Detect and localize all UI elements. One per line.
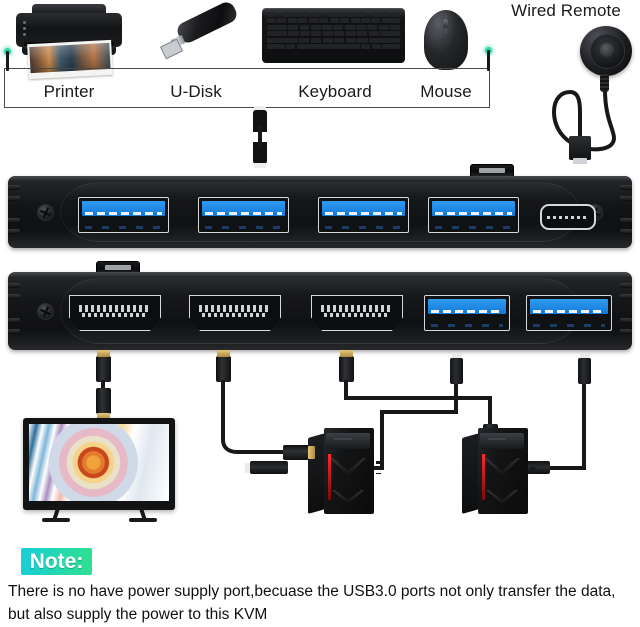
hdmi-cable-2-wire (221, 380, 310, 454)
peripherals-group-bracket (4, 68, 490, 108)
label-mouse: Mouse (420, 82, 472, 101)
bracket-wire-left (5, 51, 9, 71)
pc2-usb-socket (530, 461, 535, 474)
usb-cable-2-plug-top (578, 353, 591, 384)
peripheral-usb-cable (253, 106, 267, 168)
usb-cable-2-wire (548, 384, 586, 470)
pc-tower-1 (308, 428, 374, 514)
hdmi-cable-3-plug-top (339, 350, 354, 382)
wired-remote-illustration (528, 26, 636, 166)
bottom-port-usb-1[interactable] (424, 295, 510, 331)
bracket-wire-right (486, 50, 490, 71)
tv-foot-left (42, 518, 70, 522)
bottom-port-hdmi-2[interactable] (189, 295, 281, 331)
pc-tower-2 (462, 428, 528, 514)
hdmi-cable-1-plug-top (96, 350, 111, 382)
label-printer: Printer (43, 82, 95, 101)
bottom-port-hdmi-3[interactable] (311, 295, 403, 331)
note-line-2: but also supply the power to this KVM (8, 606, 268, 623)
usb-cable-1-plug-top (450, 353, 463, 384)
bottom-device-body (8, 272, 632, 350)
tv-foot-right (129, 518, 157, 522)
label-u-disk: U-Disk (170, 82, 222, 101)
note-line-1: There is no have power supply port,becua… (8, 583, 616, 600)
remote-cable (551, 88, 617, 152)
screw-icon (37, 303, 54, 320)
screw-icon (37, 204, 54, 221)
note-badge: Note: (21, 548, 92, 575)
u-disk-illustration (159, 0, 246, 70)
label-wired-remote: Wired Remote (511, 1, 621, 20)
top-port-usb-2[interactable] (198, 197, 289, 233)
top-port-usb-4[interactable] (428, 197, 519, 233)
keyboard-illustration (262, 8, 405, 63)
pc1-usb-socket (376, 461, 381, 474)
pc1-hdmi-input-plug (283, 445, 315, 460)
bottom-port-hdmi-1[interactable] (69, 295, 161, 331)
label-keyboard: Keyboard (298, 82, 372, 101)
top-port-usb-c[interactable] (540, 204, 596, 230)
hdmi-cable-2-plug-top (216, 350, 231, 382)
mouse-illustration (418, 10, 474, 72)
top-port-usb-1[interactable] (78, 197, 169, 233)
tv-illustration (23, 418, 175, 510)
usb-cable-1-plug-end (245, 461, 288, 474)
top-device-body (8, 176, 632, 248)
top-port-usb-3[interactable] (318, 197, 409, 233)
bottom-port-usb-2[interactable] (526, 295, 612, 331)
hdmi-cable-1-plug-bottom (96, 388, 111, 420)
hdmi-cable-3-wire (344, 380, 492, 432)
